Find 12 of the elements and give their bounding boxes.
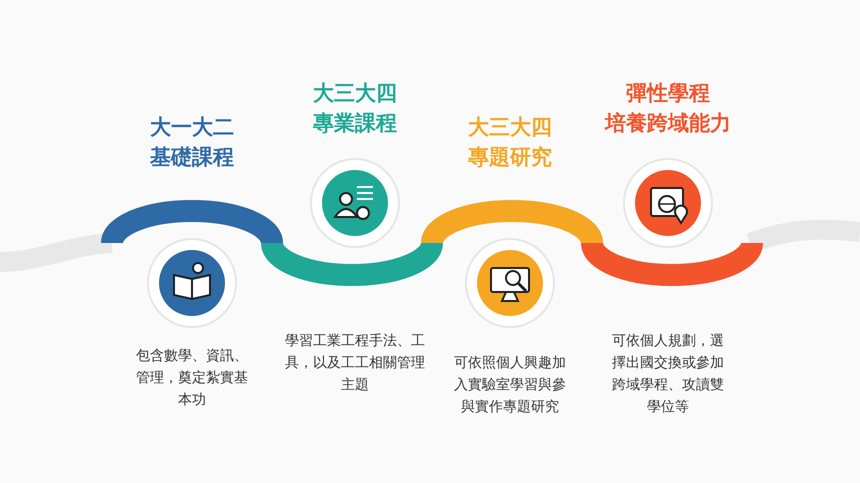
stage-heading: 大三大四 bbox=[468, 114, 552, 141]
stage-heading: 彈性學程 bbox=[626, 80, 710, 107]
stage-heading: 專業課程 bbox=[313, 110, 397, 137]
stage-description: 可依照個人興趣加入實驗室學習與參與實作專題研究 bbox=[453, 354, 567, 417]
stage-heading: 大一大二 bbox=[150, 114, 234, 141]
stage-heading: 專題研究 bbox=[468, 144, 552, 171]
stage-heading: 大三大四 bbox=[313, 80, 397, 107]
stage-description: 學習工業工程手法、工具，以及工工相關管理主題 bbox=[284, 332, 426, 395]
stage-heading: 培養跨域能力 bbox=[605, 110, 731, 137]
stage-heading: 基礎課程 bbox=[150, 144, 234, 171]
stage-description: 包含數學、資訊、管理，奠定紮實基本功 bbox=[135, 347, 249, 410]
stage-description: 可依個人規劃，選擇出國交換或參加跨域學程、攻讀雙學位等 bbox=[611, 332, 725, 417]
